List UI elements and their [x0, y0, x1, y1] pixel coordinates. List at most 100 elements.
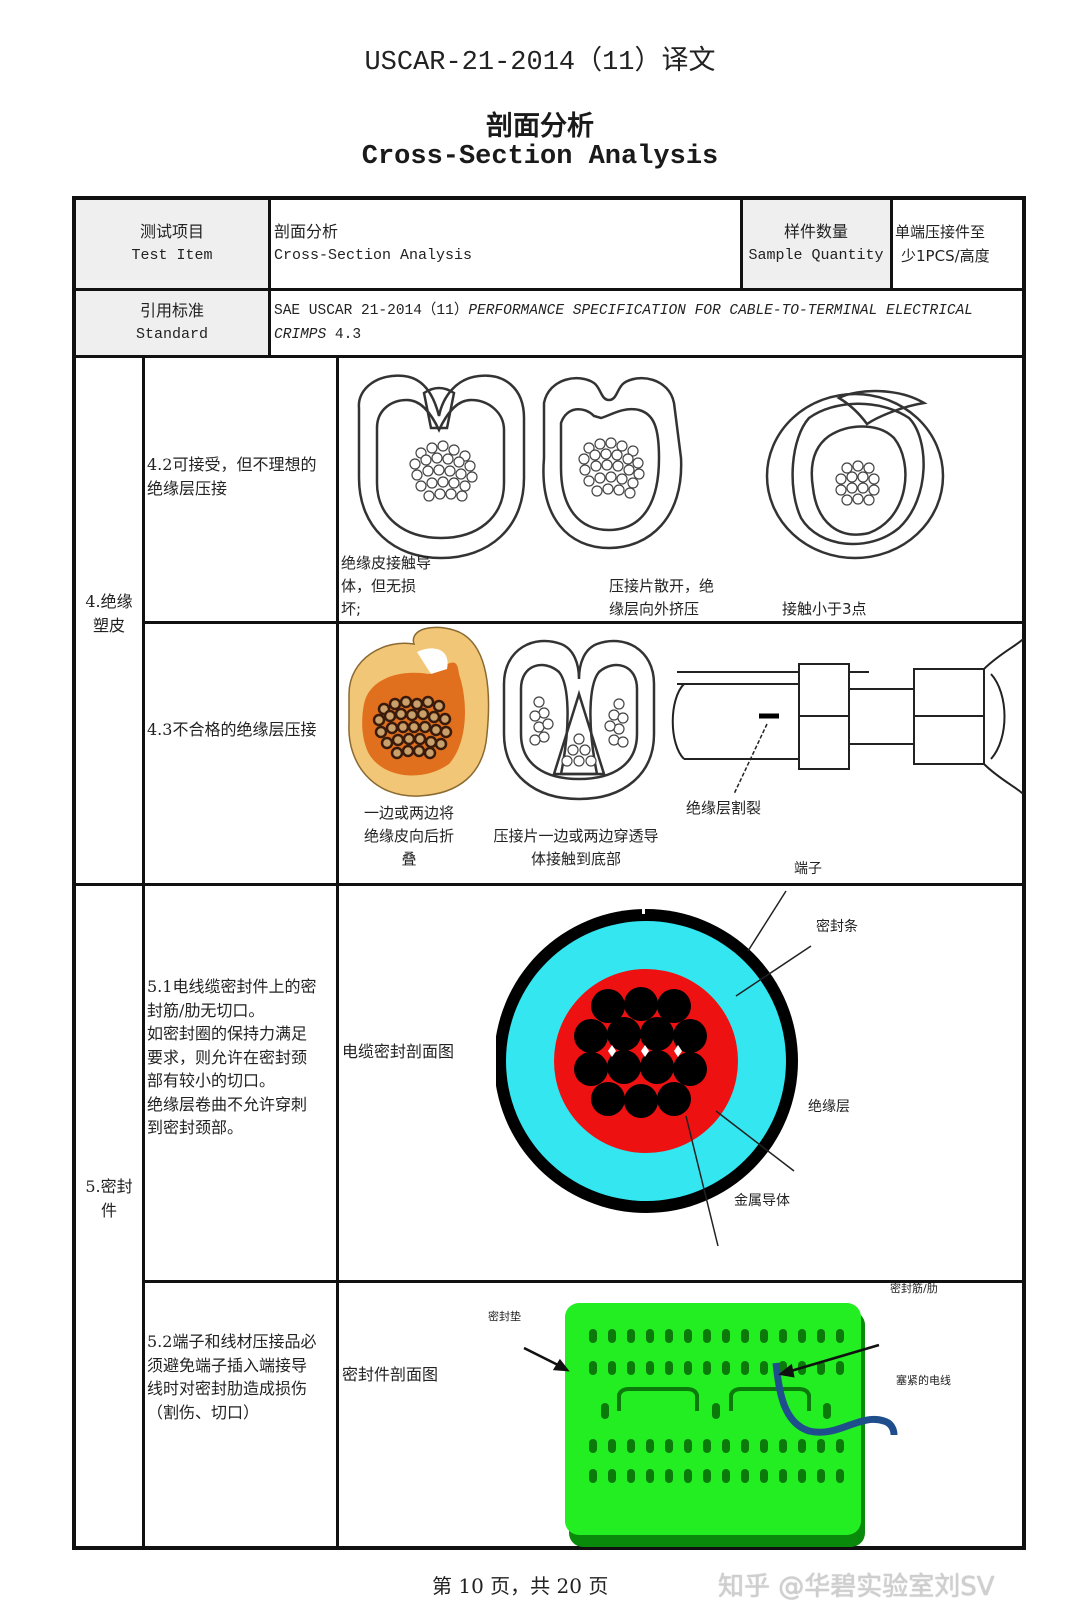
test-item-label-en: Test Item [131, 247, 213, 264]
desc-line: 部有较小的切口。 [147, 1071, 276, 1090]
divider [268, 200, 271, 355]
caption-line: 体，但无损 [341, 577, 417, 595]
row-4-3-description: 4.3不合格的绝缘层压接 [147, 720, 317, 739]
standard-label-cell: 引用标准 Standard [76, 291, 268, 355]
standard-value-cell: SAE USCAR 21-2014（11）PERFORMANCE SPECIFI… [270, 291, 1024, 355]
row-4-3-caption-2: 压接片一边或两边穿透导 体接触到底部 [471, 825, 681, 871]
page-number: 第 10 页，共 20 页 [432, 1574, 609, 1598]
penetrating-crimp [502, 639, 656, 801]
split-insulation-side-view [671, 638, 1024, 795]
sample-qty-value-line2: 少1PCS/高度 [901, 247, 990, 265]
test-item-label-cn: 测试项目 [139, 222, 204, 241]
divider [76, 288, 1026, 291]
desc-line: 线时对密封肋造成损伤 [147, 1379, 308, 1398]
sample-qty-label-cn: 样件数量 [783, 222, 848, 241]
row-5-2-figure-label: 密封件剖面图 [342, 1365, 439, 1384]
row-4-2-caption-2: 压接片散开，绝 缘层向外挤压 [609, 575, 759, 621]
cable-seal-cross-section-diagram [496, 890, 812, 1247]
section-5-label: 5.密封 件 [76, 1175, 142, 1223]
row-5-1-description: 5.1电线缆密封件上的密 封筋/肋无切口。 如密封圈的保持力满足 要求，则允许在… [145, 975, 335, 1140]
divider [145, 1280, 1026, 1283]
watermark: 知乎 @华碧实验室刘SV [718, 1572, 995, 1602]
divider [145, 621, 1026, 624]
test-item-value-cn: 剖面分析 [274, 222, 339, 241]
callout-lines [685, 890, 812, 1247]
section-4-label-line2: 塑皮 [92, 616, 125, 635]
row-5-1-figure-label: 电缆密封剖面图 [342, 1042, 455, 1061]
divider [76, 355, 1026, 358]
row-4-2-desc-line2: 绝缘层压接 [147, 479, 228, 498]
arrows [523, 1343, 880, 1378]
callout-seal-pad: 密封垫 [488, 1310, 521, 1323]
desc-line: （割伤、切口） [147, 1402, 260, 1422]
standard-value-italic-2: CRIMPS [274, 327, 327, 343]
caption-line: 坏; [341, 600, 362, 618]
sample-qty-value-line1: 单端压接件至 [895, 223, 986, 241]
crimp-cross-section-3 [765, 389, 945, 560]
desc-line: 要求，则允许在密封颈 [147, 1047, 308, 1067]
cross-section-table: 测试项目 Test Item 剖面分析 Cross-Section Analys… [72, 196, 1026, 1550]
caption-line: 绝缘皮接触导 [341, 554, 432, 572]
callout-seal-rib: 密封筋/肋 [890, 1282, 938, 1295]
row-4-3-caption-3: 绝缘层割裂 [686, 799, 762, 817]
row-4-2-desc-line1: 4.2可接受，但不理想的 [147, 455, 317, 474]
standard-value-italic-1: PERFORMANCE SPECIFICATION FOR CABLE-TO-T… [468, 303, 974, 319]
seal-pad-cross-section-diagram [523, 1303, 898, 1547]
metal-conductor [574, 987, 707, 1118]
strands-1 [409, 440, 478, 502]
sample-qty-label-en: Sample Quantity [748, 247, 884, 264]
caption-line: 叠 [401, 850, 417, 868]
desc-line: 5.1电线缆密封件上的密 [147, 977, 317, 996]
row-4-2-caption-1: 绝缘皮接触导 体，但无损 坏; [341, 552, 471, 621]
callout-plugged-wire: 塞紧的电线 [896, 1374, 951, 1387]
caption-line: 体接触到底部 [530, 850, 621, 868]
crimp-cross-section-2 [542, 376, 683, 550]
standard-value-suffix: 4.3 [326, 327, 362, 343]
desc-line: 绝缘层卷曲不允许穿刺 [147, 1094, 308, 1114]
test-item-label-cell: 测试项目 Test Item [76, 200, 268, 288]
callout-seal-strip: 密封条 [816, 919, 858, 935]
caption-line: 一边或两边将 [363, 804, 454, 822]
divider [336, 355, 339, 1550]
dark-strands [372, 695, 453, 760]
sample-qty-value-cell: 单端压接件至 少1PCS/高度 [892, 200, 1026, 288]
desc-line: 如密封圈的保持力满足 [147, 1024, 308, 1043]
sample-qty-label-cell: 样件数量 Sample Quantity [742, 200, 890, 288]
test-item-value-en: Cross-Section Analysis [274, 247, 473, 264]
section-4-label: 4.绝缘 塑皮 [76, 590, 142, 638]
caption-line: 绝缘皮向后折 [363, 827, 454, 845]
figure-4-2-crimp-diagrams [357, 374, 945, 560]
divider [740, 200, 743, 288]
desc-line: 5.2端子和线材压接品必 [147, 1332, 317, 1351]
callout-conductor: 金属导体 [734, 1193, 790, 1209]
caption-line: 缘层向外挤压 [609, 600, 700, 618]
strands-2 [578, 437, 645, 499]
strands-3 [835, 460, 880, 506]
row-4-2-description: 4.2可接受，但不理想的 绝缘层压接 [145, 453, 335, 501]
figure-4-3-crimp-diagrams [348, 626, 1024, 801]
section-title-cn: 剖面分析 [486, 111, 594, 142]
callout-terminal: 端子 [794, 861, 822, 877]
seal-rib-holes [589, 1329, 844, 1483]
row-4-2-caption-3: 接触小于3点 [782, 600, 867, 618]
section-title-en: Cross-Section Analysis [361, 142, 719, 172]
split-strands [529, 696, 629, 767]
row-5-2-description: 5.2端子和线材压接品必 须避免端子插入端接导 线时对密封肋造成损伤 （割伤、切… [145, 1330, 335, 1424]
standard-label-cn: 引用标准 [139, 301, 204, 320]
section-4-label-line1: 4.绝缘 [85, 592, 133, 611]
test-item-value-cell: 剖面分析 Cross-Section Analysis [270, 200, 740, 288]
desc-line: 到密封颈部。 [147, 1118, 244, 1137]
standard-label-en: Standard [135, 326, 208, 343]
plugged-wire [772, 1362, 898, 1436]
standard-value-prefix: SAE USCAR 21-2014（11） [274, 303, 469, 319]
caption-line: 压接片散开，绝 [609, 577, 715, 595]
desc-line: 须避免端子插入端接导 [147, 1355, 308, 1375]
divider [890, 200, 893, 288]
crimp-cross-section-1 [357, 374, 526, 560]
caption-line: 压接片一边或两边穿透导 [493, 827, 659, 845]
divider [142, 355, 145, 1550]
section-5-label-line1: 5.密封 [85, 1177, 133, 1196]
desc-line: 封筋/肋无切口。 [147, 1000, 265, 1020]
document-title: USCAR-21-2014（11）译文 [364, 48, 716, 78]
callout-insulation: 绝缘层 [808, 1099, 850, 1115]
